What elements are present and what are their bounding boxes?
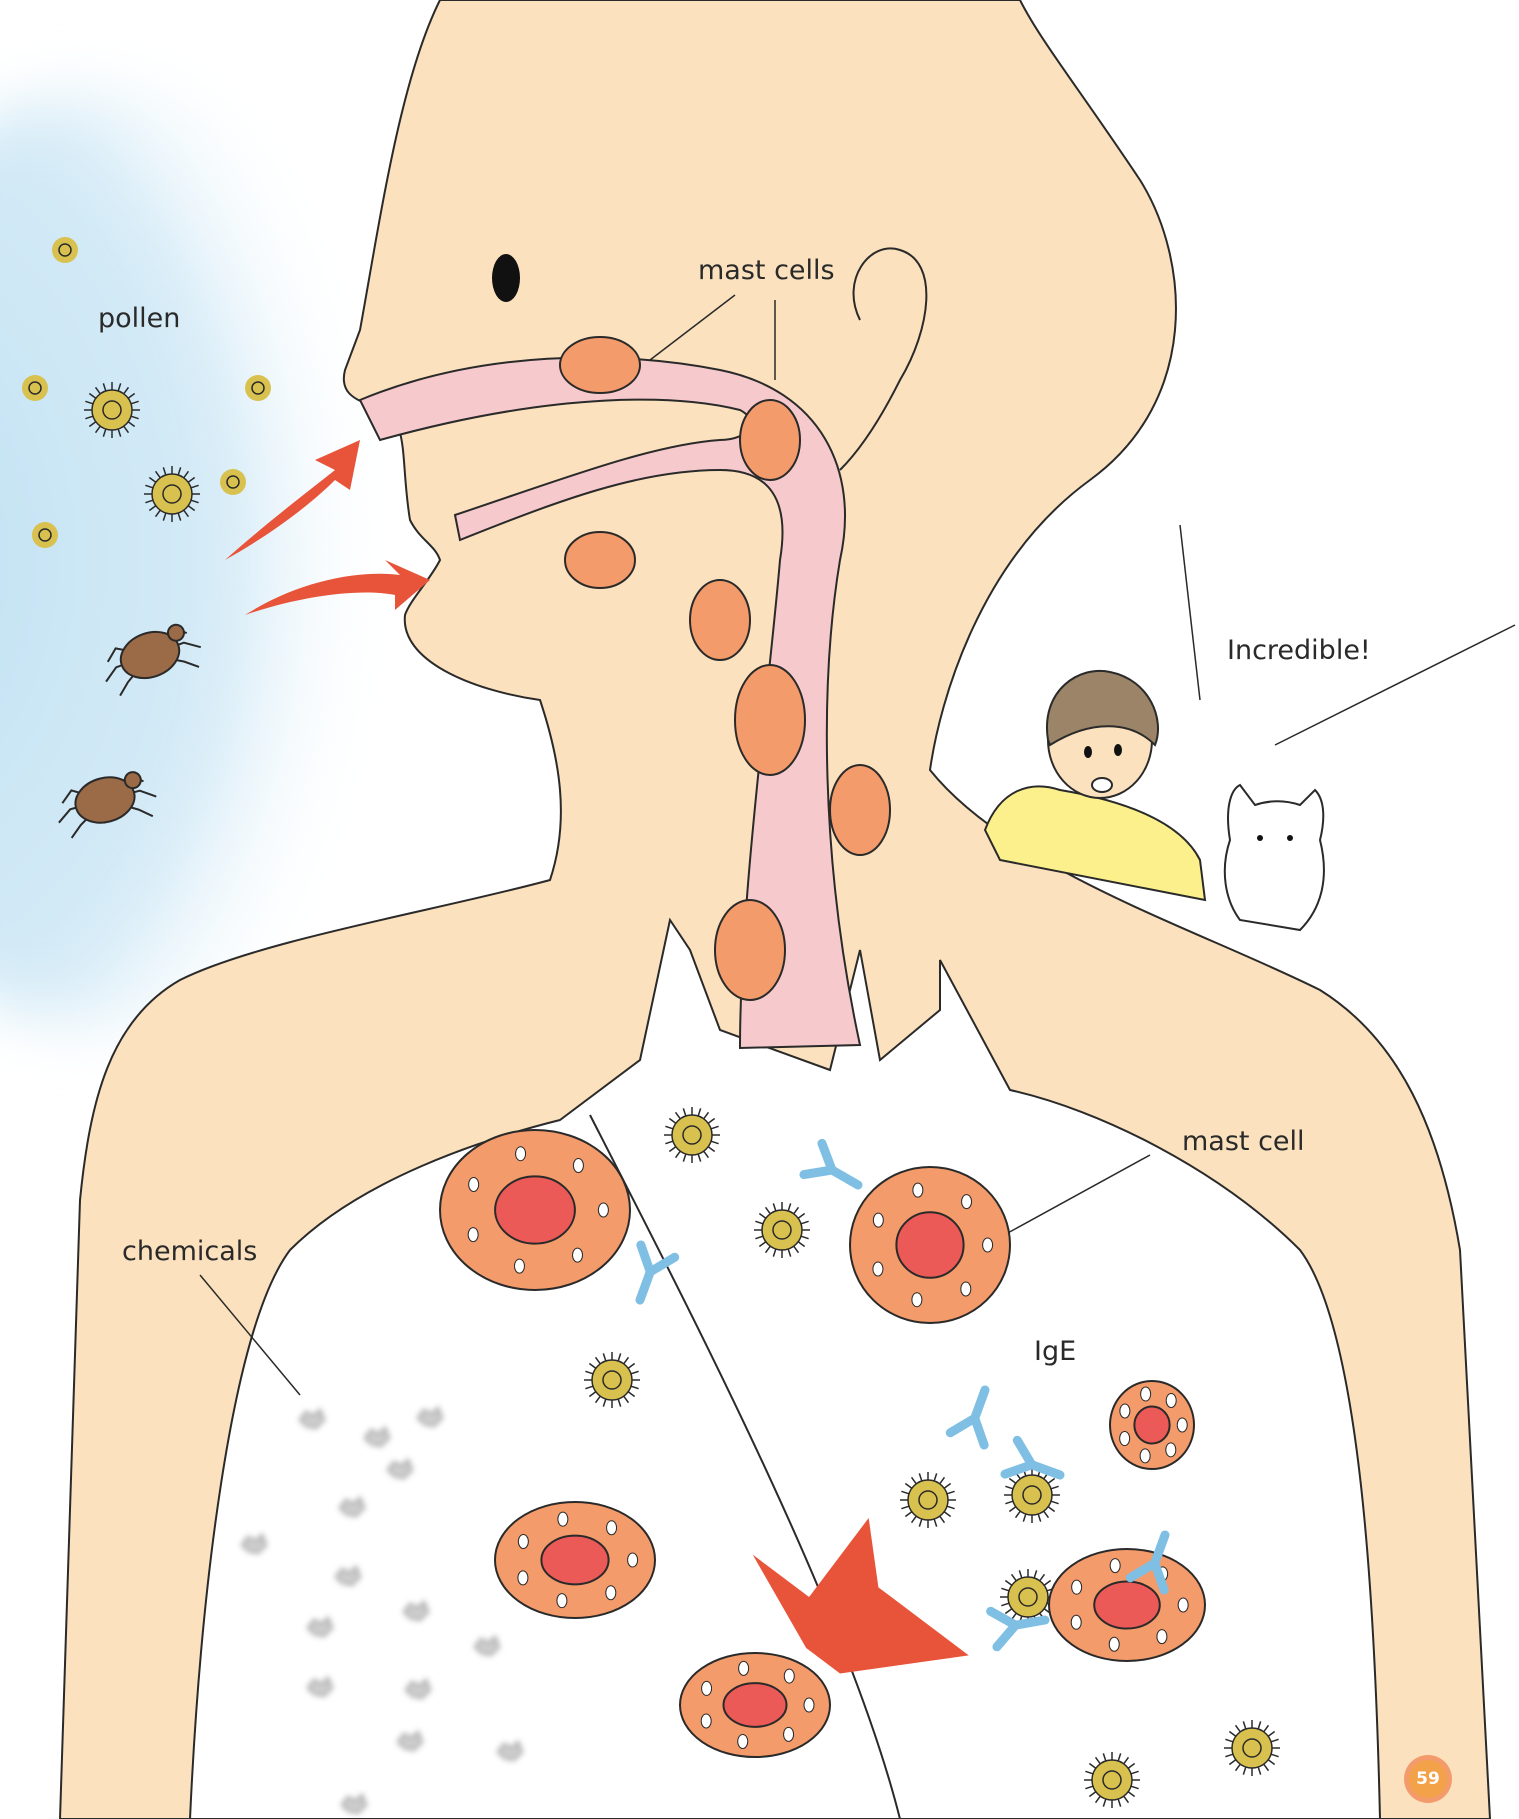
- pollen-grain-icon: [52, 237, 78, 263]
- pollen-grain-icon: [220, 469, 246, 495]
- label-chemicals: chemicals: [122, 1238, 257, 1265]
- mast-cell-icon: [1049, 1549, 1205, 1661]
- label-mast-cells: mast cells: [698, 257, 835, 284]
- label-incredible: Incredible!: [1227, 637, 1371, 664]
- label-ige: IgE: [1034, 1338, 1076, 1365]
- cat: [1225, 785, 1324, 930]
- pollen-grain-icon: [245, 375, 271, 401]
- mast-cell-icon: [680, 1653, 830, 1757]
- mast-cell-icon: [1110, 1381, 1194, 1469]
- mast-cell-icon: [850, 1167, 1010, 1323]
- mast-cell-icon: [495, 1502, 655, 1618]
- pollen-grain-icon: [22, 375, 48, 401]
- page-number: 59: [1408, 1771, 1448, 1788]
- eye: [492, 254, 520, 302]
- mast-cell-icon: [440, 1130, 630, 1290]
- pollen-grain-icon: [32, 522, 58, 548]
- label-mast-cell: mast cell: [1182, 1128, 1305, 1155]
- label-pollen: pollen: [98, 305, 180, 332]
